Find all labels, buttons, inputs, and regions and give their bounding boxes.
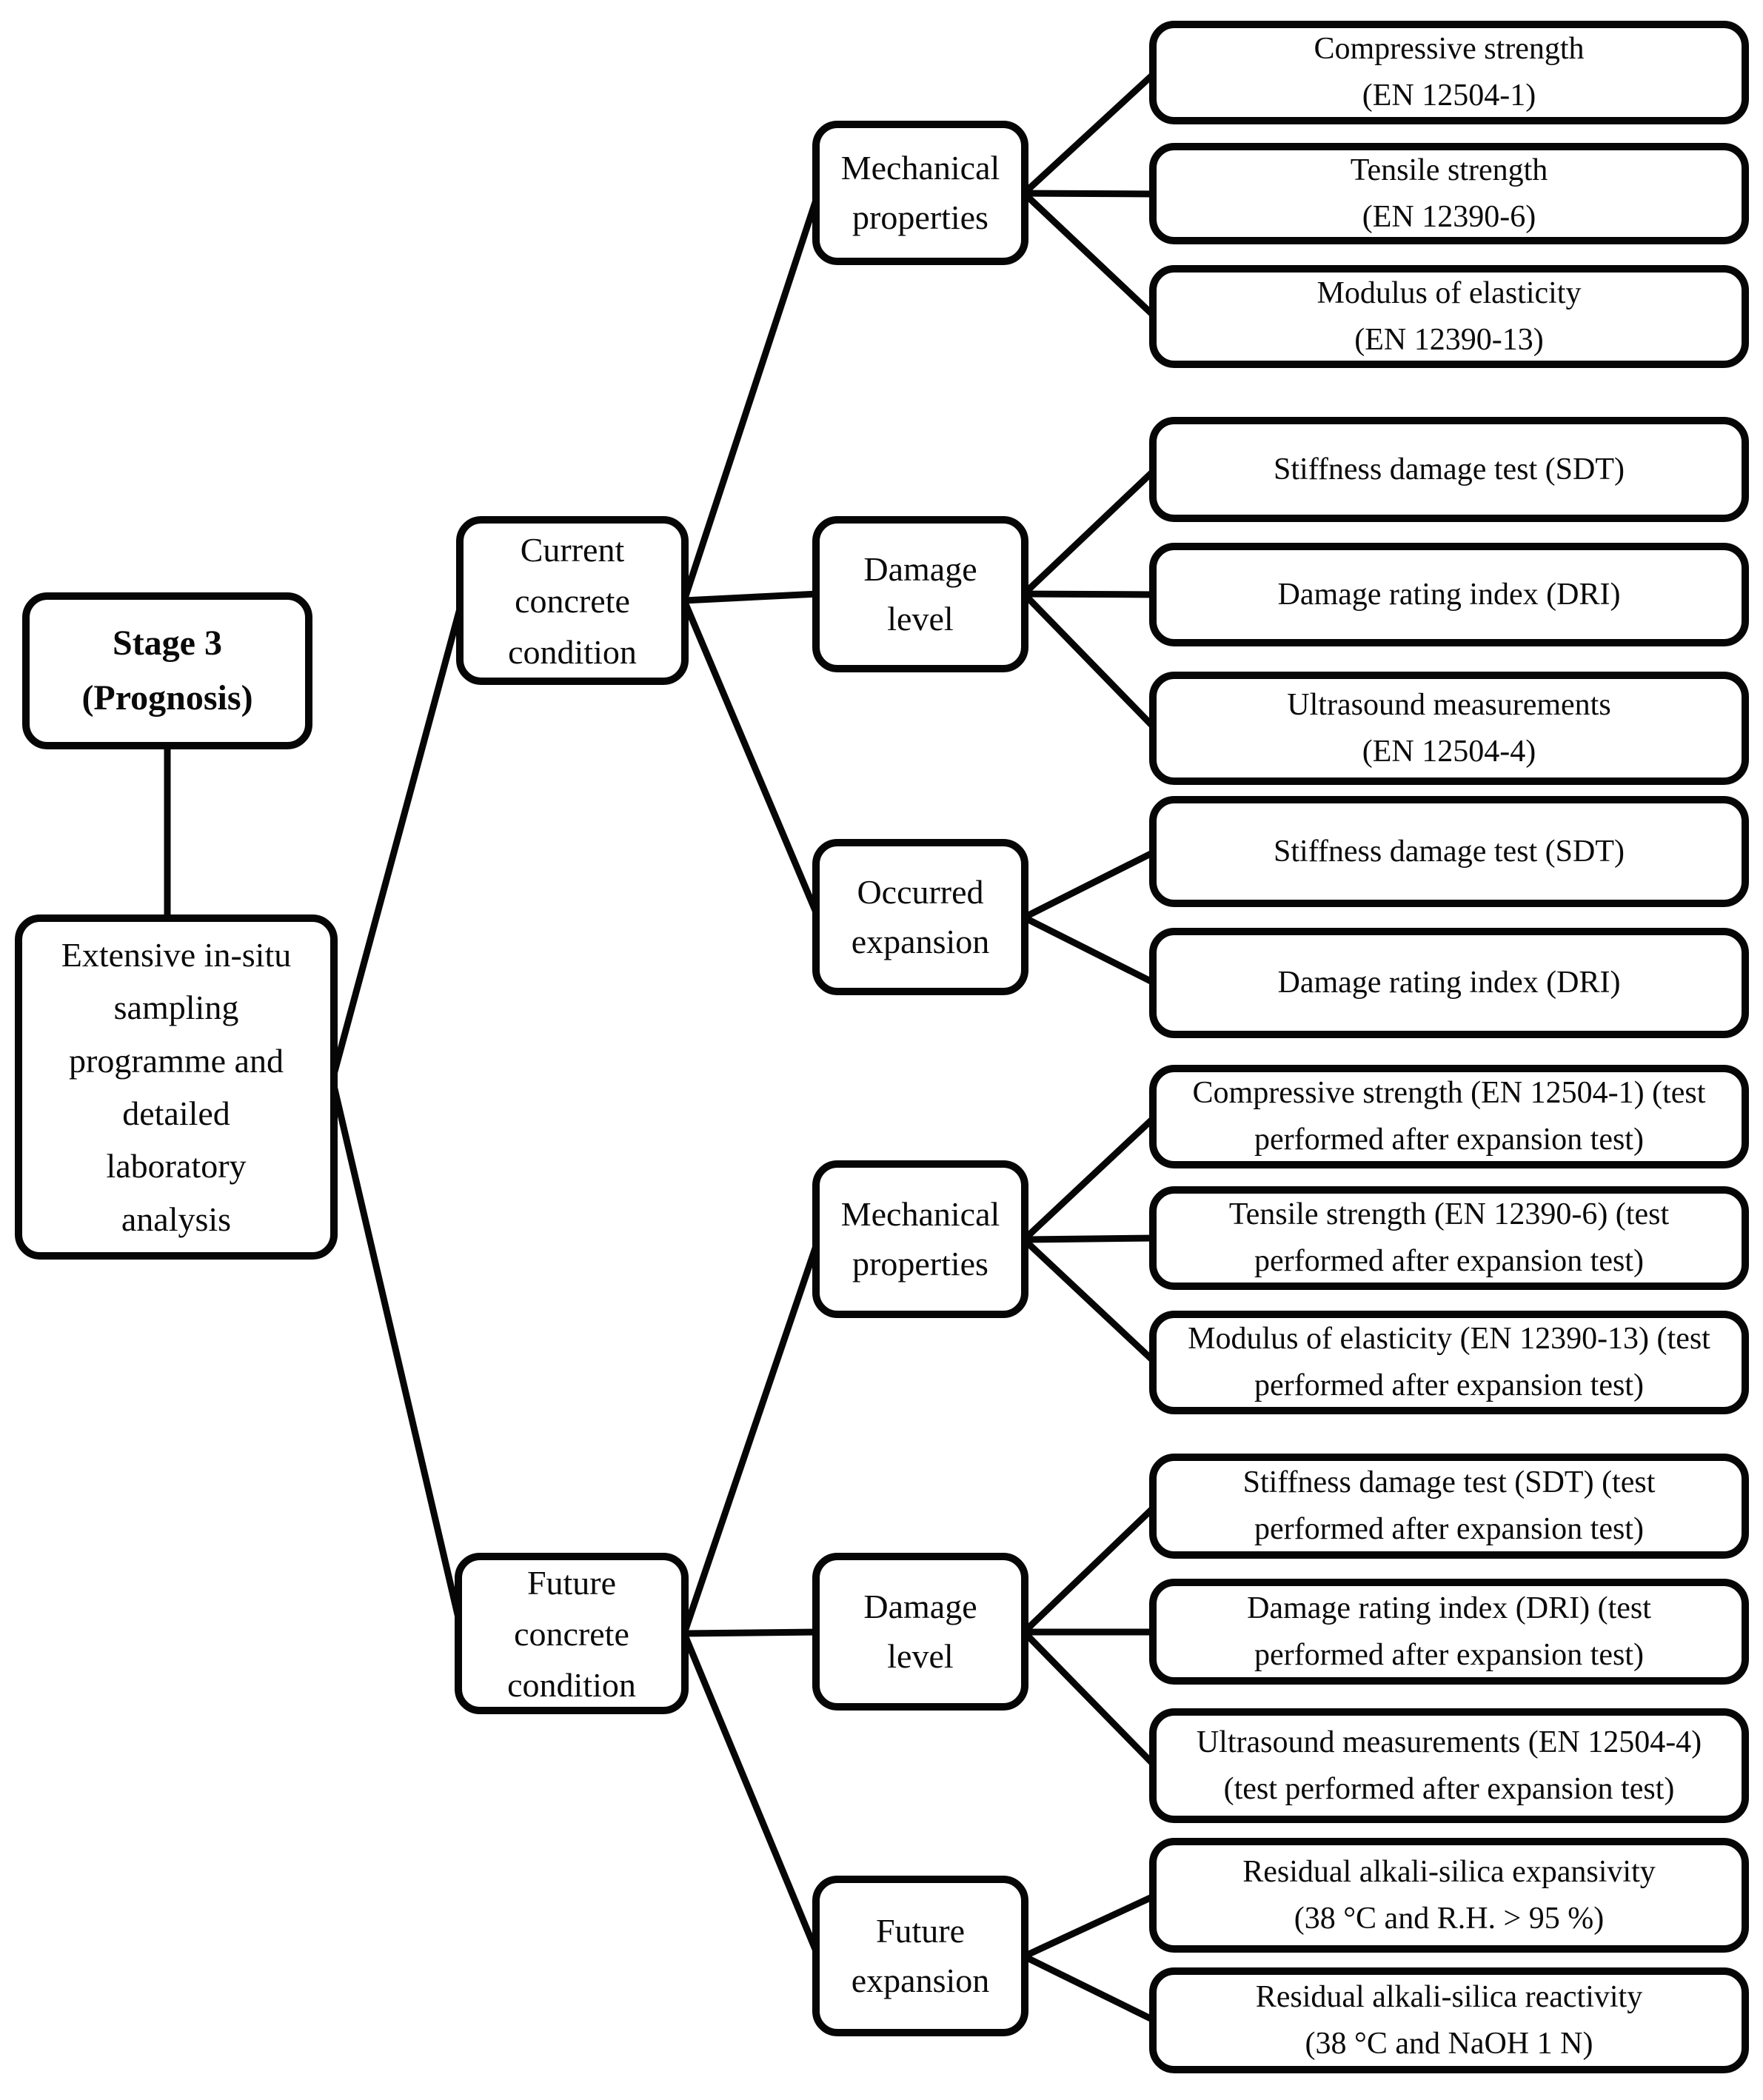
connector-root-future [329,1078,466,1635]
connector-occurred-sdt [1022,848,1157,921]
connector-mech2-compressive [1021,1114,1158,1243]
connector-future-expansion [680,1632,822,1958]
test-label: Tensile strength(EN 12390-6) [1350,153,1548,234]
connector-damage1-dri [1023,590,1156,598]
test-label: Stiffness damage test (SDT) [1274,834,1625,869]
test-label: Modulus of elasticity(EN 12390-13) [1317,275,1582,357]
connector-expansion-expansivity [1023,1892,1157,1960]
stage-box: Stage 3(Prognosis) [22,592,312,749]
test-label: Damage rating index (DRI) [1277,966,1621,1000]
test-label: Damage rating index (DRI) [1277,577,1621,612]
connector-future-mechanical [680,1238,822,1635]
test-label: Ultrasound measurements (EN 12504-4)(tes… [1196,1725,1702,1806]
connector-damage2-ultrasound [1021,1629,1158,1769]
test-box-damage-rating-index: Damage rating index (DRI) [1149,543,1749,646]
connector-mech2-tensile [1023,1234,1156,1243]
test-box-residual-alkali-silica-expansivity: Residual alkali-silica expansivity(38 °C… [1149,1838,1749,1953]
connector-root-current [329,599,466,1081]
connector-current-occurred [680,599,822,919]
test-box-compressive-strength: Compressive strength(EN 12504-1) [1149,21,1749,124]
connector-mech1-compressive [1021,70,1158,196]
test-box-ultrasound-measurements: Ultrasound measurements(EN 12504-4) [1149,672,1749,785]
connector-occurred-dri [1022,914,1157,987]
test-label: Residual alkali-silica expansivity(38 °C… [1242,1854,1656,1936]
connector-current-mechanical [680,192,822,602]
test-label: Compressive strength(EN 12504-1) [1314,32,1585,113]
test-label: Ultrasound measurements(EN 12504-4) [1287,687,1611,769]
test-label: Modulus of elasticity (EN 12390-13) (tes… [1188,1322,1710,1402]
test-box-residual-alkali-silica-reactivity: Residual alkali-silica reactivity(38 °C … [1149,1967,1749,2073]
test-box-stiffness-damage-test-occurred: Stiffness damage test (SDT) [1149,796,1749,907]
connector-expansion-reactivity [1023,1953,1157,2024]
connector-mech1-tensile [1023,190,1156,198]
test-box-modulus-of-elasticity: Modulus of elasticity(EN 12390-13) [1149,265,1749,368]
stage-label: Stage 3(Prognosis) [81,623,253,718]
test-box-damage-rating-index-occurred: Damage rating index (DRI) [1149,928,1749,1038]
connector-damage1-ultrasound [1021,591,1158,732]
test-box-tensile-strength: Tensile strength(EN 12390-6) [1149,143,1749,244]
test-label: Stiffness damage test (SDT) [1274,452,1625,486]
test-label: Residual alkali-silica reactivity(38 °C … [1255,1979,1643,2061]
connector-damage2-sdt [1021,1503,1158,1635]
connector-future-damage [683,1628,819,1637]
test-box-ultrasound-measurements-after-expansion: Ultrasound measurements (EN 12504-4)(tes… [1149,1708,1749,1823]
connector-current-damage [683,590,819,604]
connector-damage1-sdt [1021,467,1158,597]
test-box-stiffness-damage-test: Stiffness damage test (SDT) [1149,417,1749,522]
connector-mech1-modulus [1021,190,1158,320]
test-box-modulus-of-elasticity-after-expansion: Modulus of elasticity (EN 12390-13) (tes… [1149,1311,1749,1414]
connector-mech2-modulus [1021,1237,1158,1365]
